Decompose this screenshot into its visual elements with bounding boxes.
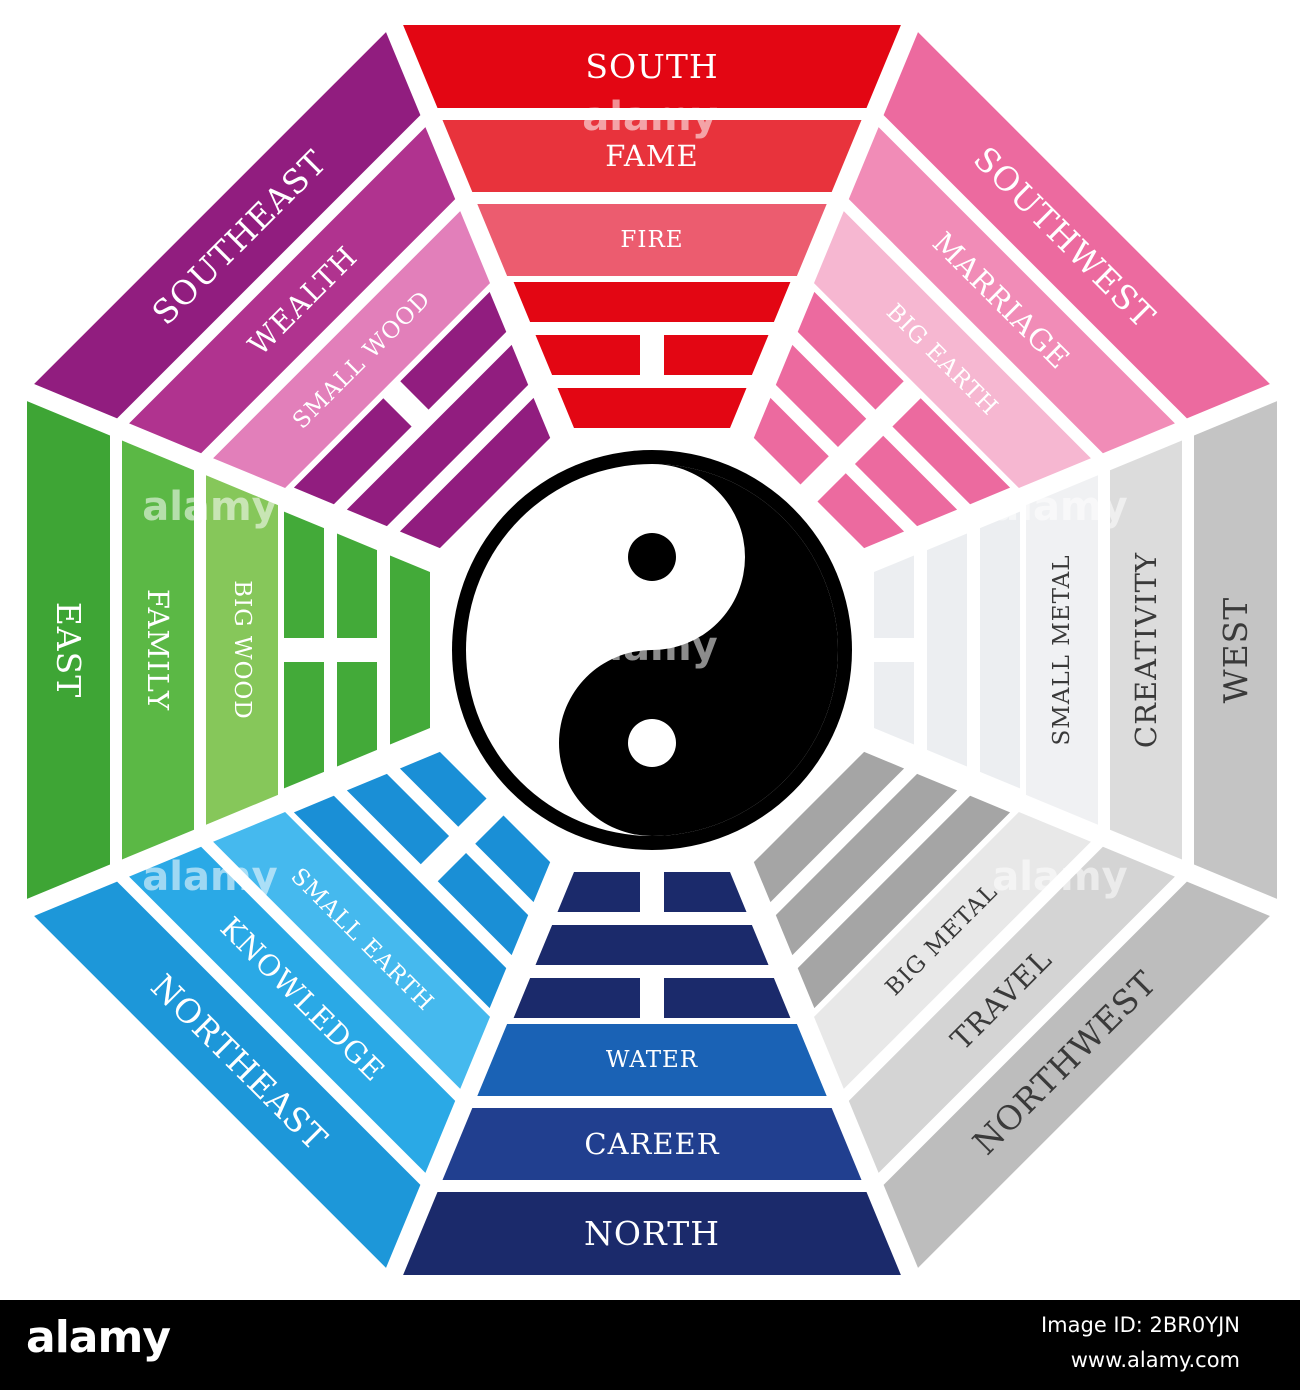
sector-southwest-direction-band <box>883 32 1270 419</box>
trigram-line-solid <box>513 282 791 322</box>
trigram-line-broken <box>284 662 324 789</box>
sector-northwest-aspect-band <box>848 846 1175 1173</box>
sector-northeast-direction-band <box>34 881 421 1268</box>
sector-southeast-aspect-band <box>129 127 456 454</box>
trigram-line-broken <box>753 397 829 485</box>
watermark-text: alamy <box>992 854 1127 900</box>
sector-west-element-band <box>1026 475 1098 825</box>
trigram-line-broken <box>664 872 747 912</box>
trigram-line-broken <box>337 533 377 638</box>
trigram-northwest <box>753 751 1011 1009</box>
trigram-line-solid <box>390 555 430 745</box>
sector-north-element-band <box>477 1024 827 1096</box>
bagua-rings <box>27 25 1277 1275</box>
footer-url[interactable]: www.alamy.com <box>1070 1348 1240 1372</box>
sector-northwest-element-band <box>814 812 1091 1089</box>
label-north-direction: NORTH <box>584 1214 720 1253</box>
sector-east-element-band <box>206 475 278 825</box>
trigram-line-solid <box>293 795 507 1009</box>
trigram-line-broken <box>399 751 487 827</box>
sector-south-element-band <box>477 204 827 276</box>
watermark-text: alamy <box>142 484 277 530</box>
trigram-line-broken <box>475 815 551 903</box>
trigram-line-solid <box>927 533 967 767</box>
trigram-line-broken <box>557 872 640 912</box>
trigram-line-broken <box>535 335 640 375</box>
label-east-aspect: FAMILY <box>141 589 175 711</box>
trigram-line-solid <box>557 388 747 428</box>
label-south-aspect: FAME <box>605 139 698 173</box>
trigram-line-broken <box>854 435 958 527</box>
label-north-aspect: CAREER <box>584 1127 719 1161</box>
sector-west-direction-band <box>1194 401 1277 899</box>
sector-north-aspect-band <box>442 1108 862 1180</box>
sector-east-direction-band <box>27 401 110 899</box>
sector-northeast-element-band <box>213 812 490 1089</box>
watermark-text: alamy <box>582 94 717 140</box>
trigram-line-solid <box>753 751 905 903</box>
trigram-east <box>284 511 430 789</box>
trigram-line-solid <box>535 925 769 965</box>
label-east-direction: EAST <box>49 602 88 699</box>
trigram-line-broken <box>337 662 377 767</box>
trigram-line-broken <box>892 398 1011 505</box>
trigram-line-broken <box>874 555 914 638</box>
watermark-text: alamy <box>992 484 1127 530</box>
trigram-line-solid <box>399 397 551 549</box>
trigram-line-broken <box>664 335 769 375</box>
label-west-direction: WEST <box>1216 597 1255 704</box>
trigram-line-broken <box>664 978 791 1018</box>
label-south-direction: SOUTH <box>585 47 718 86</box>
trigram-line-broken <box>284 511 324 638</box>
sector-northeast-aspect-band <box>129 846 456 1173</box>
watermark-text: alamy <box>582 624 717 670</box>
trigram-line-solid <box>775 773 958 956</box>
sector-northwest-direction-band <box>883 881 1270 1268</box>
image-id-label: Image ID: 2BR0YJN <box>1040 1313 1240 1337</box>
label-west-element: SMALL METAL <box>1049 554 1075 745</box>
sector-south-direction-band <box>403 25 901 108</box>
sector-west-aspect-band <box>1110 440 1182 860</box>
label-north-element: WATER <box>606 1047 698 1073</box>
trigram-line-solid <box>797 795 1011 1009</box>
trigram-line-solid <box>346 344 529 527</box>
trigram-west <box>874 511 1020 789</box>
trigram-line-broken <box>293 398 412 505</box>
trigram-line-broken <box>400 291 507 410</box>
trigram-line-broken <box>874 662 914 745</box>
watermark-layer: alamy alamy alamy alamy alamy alamy <box>142 94 1127 900</box>
trigram-line-broken <box>817 473 905 549</box>
sector-southwest-element-band <box>814 211 1091 488</box>
trigram-line-solid <box>980 511 1020 789</box>
trigram-line-broken <box>346 773 450 865</box>
trigram-southeast <box>293 291 551 549</box>
label-west-aspect: CREATIVITY <box>1129 552 1163 748</box>
trigram-line-broken <box>513 978 640 1018</box>
sector-southwest-aspect-band <box>848 127 1175 454</box>
trigram-line-broken <box>775 344 867 448</box>
sector-east-aspect-band <box>122 440 194 860</box>
label-east-element: BIG WOOD <box>229 580 255 719</box>
watermark-text: alamy <box>142 854 277 900</box>
trigram-southwest <box>753 291 1011 549</box>
footer-bar: alamy Image ID: 2BR0YJN www.alamy.com <box>0 1300 1300 1390</box>
trigram-north <box>513 872 791 1018</box>
trigrams <box>284 282 1020 1018</box>
trigram-south <box>513 282 791 428</box>
sector-southeast-direction-band <box>34 32 421 419</box>
trigram-line-broken <box>437 852 529 956</box>
trigram-line-broken <box>797 291 904 410</box>
sector-southeast-element-band <box>213 211 490 488</box>
sector-south-aspect-band <box>442 120 862 192</box>
label-south-element: FIRE <box>620 227 683 253</box>
trigram-northeast <box>293 751 551 1009</box>
yin-yang-icon <box>452 450 852 850</box>
footer-logo: alamy <box>26 1312 171 1363</box>
sector-north-direction-band <box>403 1192 901 1275</box>
